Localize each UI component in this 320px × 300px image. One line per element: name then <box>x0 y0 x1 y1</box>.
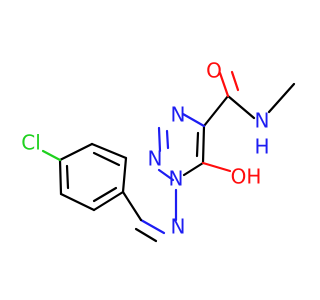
aryl-bond-3 <box>58 142 94 162</box>
hydroxyl-bond <box>201 161 232 173</box>
aryl-bond-6 <box>92 190 125 212</box>
n-methyl-bond <box>267 82 296 114</box>
aryl-bond-5 <box>59 192 96 212</box>
aryl-bond-4 <box>58 158 63 196</box>
imine-bond-outer <box>139 218 166 235</box>
ring-bond-n2-n3-right <box>165 129 170 150</box>
ring-bond-n3-c4 <box>181 112 206 128</box>
aryl-bond-2 <box>90 142 128 160</box>
aryl-inner-bond-3 <box>92 186 118 203</box>
ring-nitrogen-top-label: N <box>171 103 186 127</box>
carbonyl-double-bond-right <box>230 70 240 92</box>
aryl-inner-bond-1 <box>92 151 121 167</box>
carbonyl-oxygen-label: O <box>206 59 222 83</box>
ring-bond-c4-c5-inner <box>195 131 200 158</box>
carbonyl-amide-bond <box>226 94 256 120</box>
hydroxyl-label: OH <box>231 165 262 189</box>
chemical-structure: O N H OH N N N N Cl <box>21 59 296 243</box>
vinyl-to-aryl-bond <box>121 190 143 222</box>
imine-nitrogen-label: N <box>171 215 186 239</box>
ring-bond-c5-n1 <box>182 161 205 177</box>
carbonyl-carbon-ring-bond <box>202 94 230 128</box>
chlorine-bond <box>41 149 62 162</box>
chlorine-label: Cl <box>21 131 41 155</box>
ring-bond-n1-n2 <box>157 168 175 182</box>
imine-bond-inner <box>134 227 158 243</box>
ring-bond-c4-c5 <box>201 124 206 165</box>
amide-hydrogen-label: H <box>254 135 269 159</box>
ring-nitrogen-mid-label: N <box>148 147 163 171</box>
ring-nitrogen-bottom-label: N <box>169 167 184 191</box>
ring-bond-n2-n3-left <box>157 126 162 153</box>
carbonyl-double-bond-left <box>218 71 230 98</box>
aryl-inner-bond-2 <box>65 164 70 190</box>
amide-nitrogen-label: N <box>255 109 270 133</box>
aryl-bond-1 <box>121 156 128 194</box>
